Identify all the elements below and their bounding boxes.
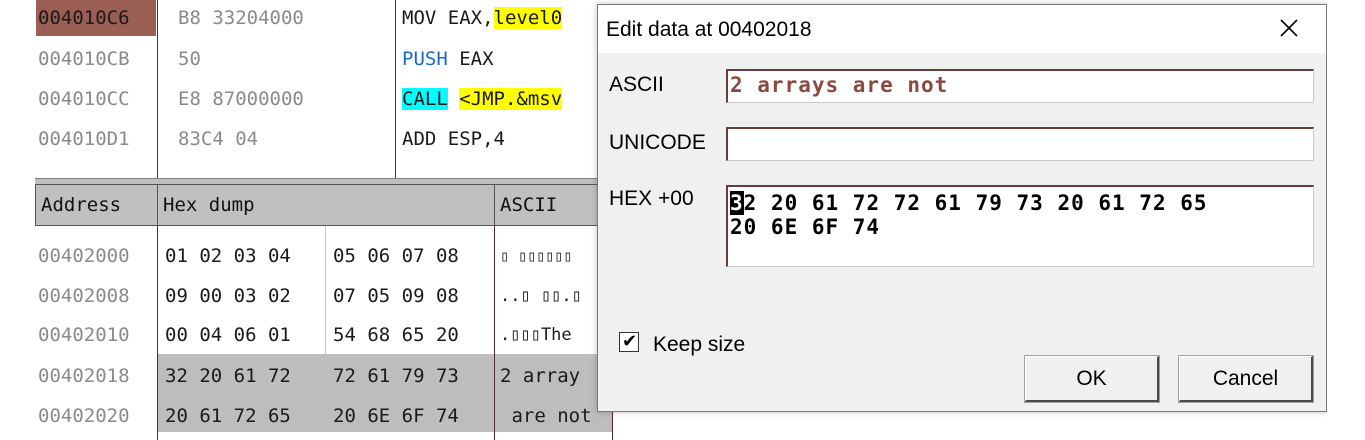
selection-highlight [495,354,612,432]
dump-hex: 07 05 09 08 [333,285,459,307]
operands: EAX, [447,7,494,29]
mnemonic: ADD [402,128,437,150]
mnemonic: CALL [402,88,448,110]
disasm-row[interactable]: 004010CB 50 PUSH EAX [0,40,600,80]
unicode-field[interactable] [726,127,1314,161]
disasm-address: 004010CC [38,88,130,110]
disasm-address: 004010C6 [38,7,130,29]
cancel-button[interactable]: Cancel [1178,355,1314,403]
column-divider [395,0,396,178]
dialog-titlebar[interactable]: Edit data at 00402018 [598,5,1326,53]
dump-row[interactable]: 00402000 01 02 03 04 05 06 07 08 ▯ ▯▯▯▯▯… [0,236,620,276]
disasm-hex: 83C4 04 [178,128,259,150]
dump-hex: 01 02 03 04 [165,245,291,267]
dump-address: 00402010 [38,324,130,346]
ascii-field[interactable]: 2 arrays are not [726,69,1314,103]
dump-hex: 32 20 61 72 [165,365,291,387]
dump-hex: 72 61 79 73 [333,365,459,387]
disasm-instruction: CALL <JMP.&msv [402,87,563,111]
column-divider [157,226,158,440]
column-divider [494,226,495,440]
mnemonic: PUSH [402,48,448,70]
selection-highlight [158,354,494,432]
ok-button[interactable]: OK [1024,355,1160,403]
column-divider [325,226,326,362]
operands: EAX [459,48,494,70]
close-button[interactable] [1274,13,1304,43]
dump-hex: 20 6E 6F 74 [333,405,459,427]
disasm-row[interactable]: 004010C6 B8 33204000 MOV EAX,level0 [0,0,600,40]
column-divider [157,0,158,178]
dump-ascii: ..▯ ▯▯.▯ [500,286,582,306]
disasm-instruction: PUSH EAX [402,47,494,71]
operands: ESP,4 [447,128,505,150]
dump-hex: 54 68 65 20 [333,324,459,346]
dump-address: 00402020 [38,405,130,427]
dump-row-selected[interactable]: 00402020 20 61 72 65 20 6E 6F 74 are not [0,396,620,436]
dump-ascii: ▯ ▯▯▯▯▯▯ [500,247,573,265]
edit-data-dialog[interactable]: Edit data at 00402018 ASCII 2 arrays are… [597,4,1327,412]
unicode-label: UNICODE [609,131,706,154]
dump-hex: 05 06 07 08 [333,245,459,267]
ascii-field-value: 2 arrays are not [730,73,949,97]
dump-row[interactable]: 00402008 09 00 03 02 07 05 09 08 ..▯ ▯▯.… [0,276,620,316]
pane-splitter[interactable] [35,178,620,185]
disasm-instruction: MOV EAX,level0 [402,6,563,30]
hex-field[interactable]: 32 20 61 72 72 61 79 73 20 61 72 65 20 6… [726,185,1314,267]
dump-row-selected[interactable]: 00402018 32 20 61 72 72 61 79 73 2 array [0,356,620,396]
ascii-label: ASCII [609,73,664,96]
hex-field-line-1: 32 20 61 72 72 61 79 73 20 61 72 65 [730,191,1208,215]
mnemonic: MOV [402,7,437,29]
disasm-address: 004010D1 [38,128,130,150]
hex-field-text: 2 20 61 72 72 61 79 73 20 61 72 65 [743,191,1208,215]
hex-label: HEX +00 [609,187,694,210]
symbol-highlight: <JMP.&msv [459,88,563,110]
dump-ascii: 2 array [500,365,581,387]
disasm-address: 004010CB [38,48,130,70]
dump-address: 00402018 [38,365,130,387]
dump-hex: 00 04 06 01 [165,324,291,346]
close-icon [1280,19,1298,37]
hex-field-line-2: 20 6E 6F 74 [730,215,881,239]
dump-address: 00402000 [38,245,130,267]
checkmark-icon: ✔ [622,331,638,352]
disasm-hex: B8 33204000 [178,7,304,29]
dump-address: 00402008 [38,285,130,307]
disasm-row[interactable]: 004010CC E8 87000000 CALL <JMP.&msv [0,80,600,120]
hex-dump-pane[interactable]: Address Hex dump ASCII 00402000 01 02 03… [0,178,620,440]
disasm-hex: 50 [178,48,201,70]
keep-size-checkbox[interactable]: ✔ [619,332,639,352]
dump-ascii: .▯▯▯The [500,325,572,345]
disassembly-pane[interactable]: 004010C6 B8 33204000 MOV EAX,level0 0040… [0,0,600,178]
text-caret: 3 [730,191,744,215]
current-address-highlight [36,0,156,36]
dialog-title: Edit data at 00402018 [606,18,812,41]
dump-row[interactable]: 00402010 00 04 06 01 54 68 65 20 .▯▯▯The [0,315,620,355]
dump-hex: 09 00 03 02 [165,285,291,307]
disasm-instruction: ADD ESP,4 [402,127,505,151]
column-header-address[interactable]: Address [35,184,158,226]
keep-size-label[interactable]: Keep size [653,333,746,356]
background-strip [1327,0,1365,440]
disasm-hex: E8 87000000 [178,88,304,110]
dump-hex: 20 61 72 65 [165,405,291,427]
column-header-hex-dump[interactable]: Hex dump [157,184,495,226]
dump-ascii: are not [500,405,592,427]
disasm-row[interactable]: 004010D1 83C4 04 ADD ESP,4 [0,120,600,160]
symbol-highlight: level0 [493,7,563,29]
